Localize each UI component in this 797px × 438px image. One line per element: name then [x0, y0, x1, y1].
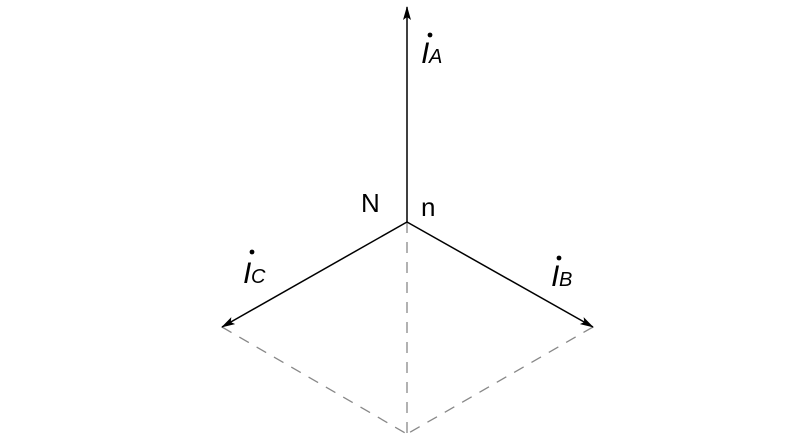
phasor-arrow-ib [406, 221, 594, 328]
node-label-N: N [361, 188, 380, 218]
label-ic-subscript: C [251, 266, 266, 288]
phasor-dot-ib [556, 255, 562, 261]
label-ic-symbol: I [243, 257, 251, 290]
label-ib-subscript: B [559, 269, 572, 291]
label-ia-symbol: I [421, 37, 429, 70]
phasor-arrow-ic [221, 221, 408, 328]
label-ia-subscript: A [428, 46, 442, 68]
label-ia: I A [421, 32, 442, 70]
node-label-n: n [421, 192, 435, 222]
construction-line-right [406, 326, 594, 435]
construction-lines [221, 222, 594, 435]
phasor-dot-ic [249, 249, 255, 255]
construction-line-left [221, 326, 408, 435]
phasor-dot-ia [427, 32, 433, 38]
label-ib: I B [551, 255, 572, 293]
label-ic: I C [243, 249, 266, 290]
phasor-arrows [221, 6, 594, 328]
label-ib-symbol: I [551, 260, 559, 293]
